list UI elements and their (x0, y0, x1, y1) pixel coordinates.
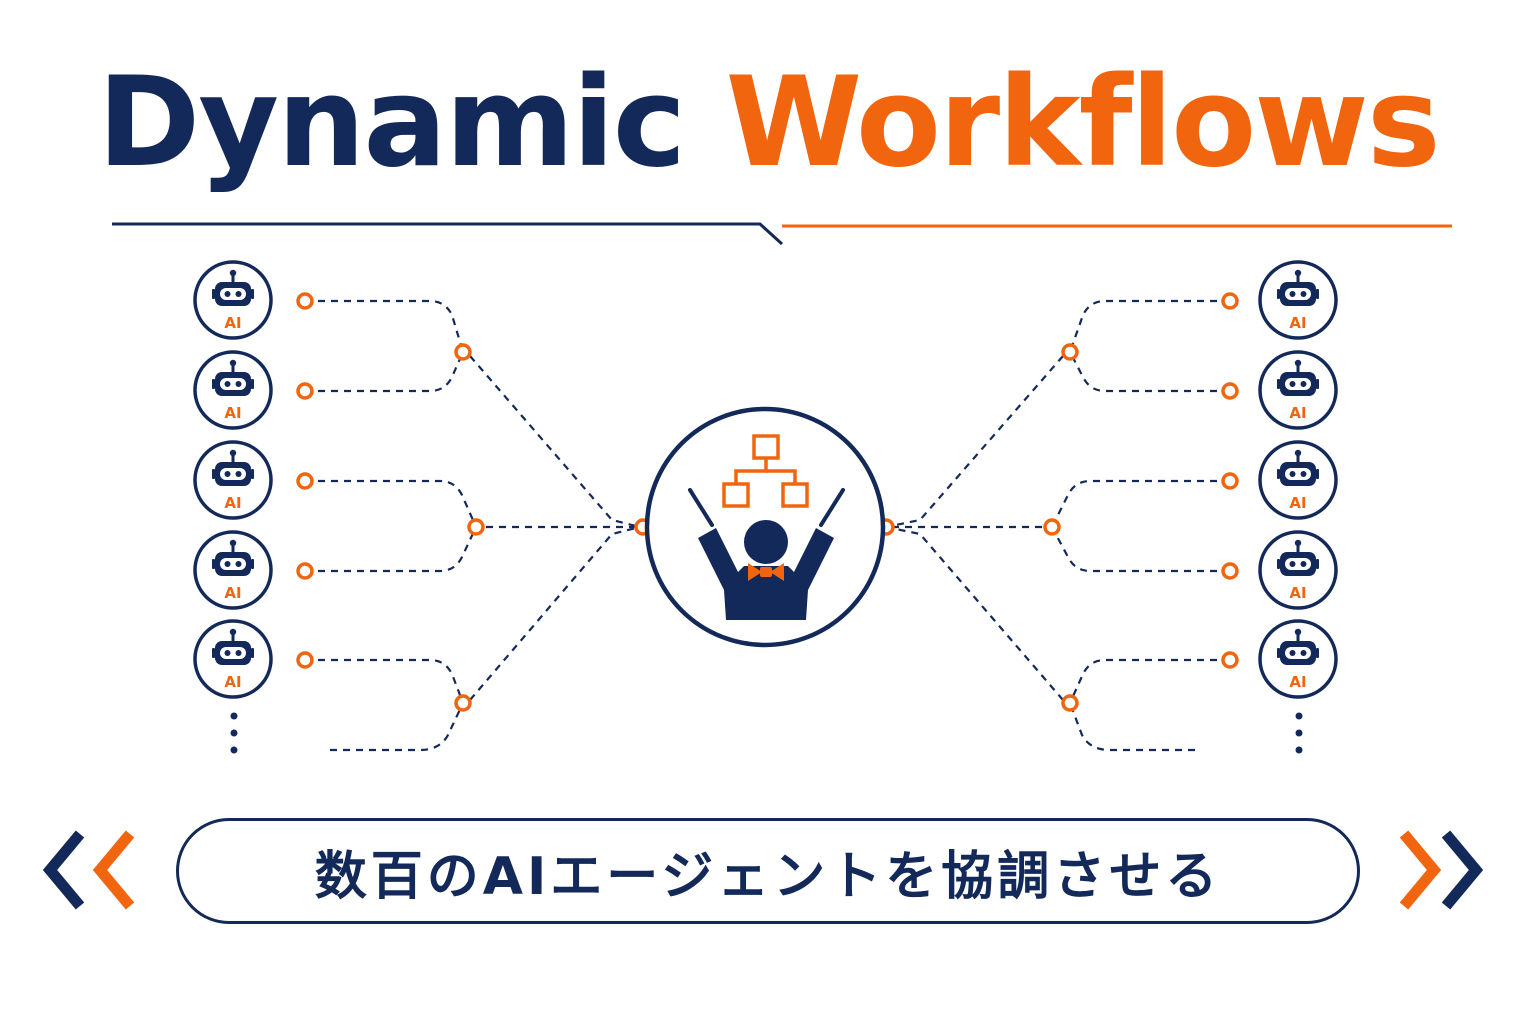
left-agent-4: AI (193, 530, 273, 610)
left-agent-3: AI (193, 440, 273, 520)
left-agent-5: AI (193, 619, 273, 699)
title-dynamic: Dynamic (97, 51, 686, 195)
more-agents-left-dots (230, 712, 238, 754)
agent-label: AI (1289, 314, 1306, 332)
agent-label: AI (1289, 584, 1306, 602)
connector-lines (305, 299, 1230, 752)
left-agent-2: AI (193, 350, 273, 430)
double-chevron-right-icon (1399, 830, 1484, 910)
agent-label: AI (224, 673, 241, 691)
conductor-icon (688, 488, 845, 620)
right-agent-2: AI (1258, 350, 1338, 430)
right-agent-1: AI (1258, 260, 1338, 340)
right-agent-5: AI (1258, 619, 1338, 699)
agent-label: AI (224, 584, 241, 602)
agent-label: AI (224, 404, 241, 422)
title-underline-navy (112, 222, 784, 246)
tagline-text: 数百のAIエージェントを協調させる (314, 846, 1222, 907)
agent-label: AI (1289, 494, 1306, 512)
title-workflows: Workflows (725, 51, 1440, 195)
central-hub (644, 406, 886, 648)
left-agent-1: AI (193, 260, 273, 340)
double-chevron-left-icon (42, 830, 135, 910)
flowchart-icon (722, 434, 809, 508)
page-title: Dynamic Workflows (0, 48, 1536, 198)
agent-label: AI (224, 314, 241, 332)
agent-label: AI (1289, 404, 1306, 422)
agent-label: AI (1289, 673, 1306, 691)
tagline-banner: 数百のAIエージェントを協調させる (176, 818, 1360, 924)
more-agents-right-dots (1295, 712, 1303, 754)
agent-label: AI (224, 494, 241, 512)
right-agent-3: AI (1258, 440, 1338, 520)
right-agent-4: AI (1258, 530, 1338, 610)
